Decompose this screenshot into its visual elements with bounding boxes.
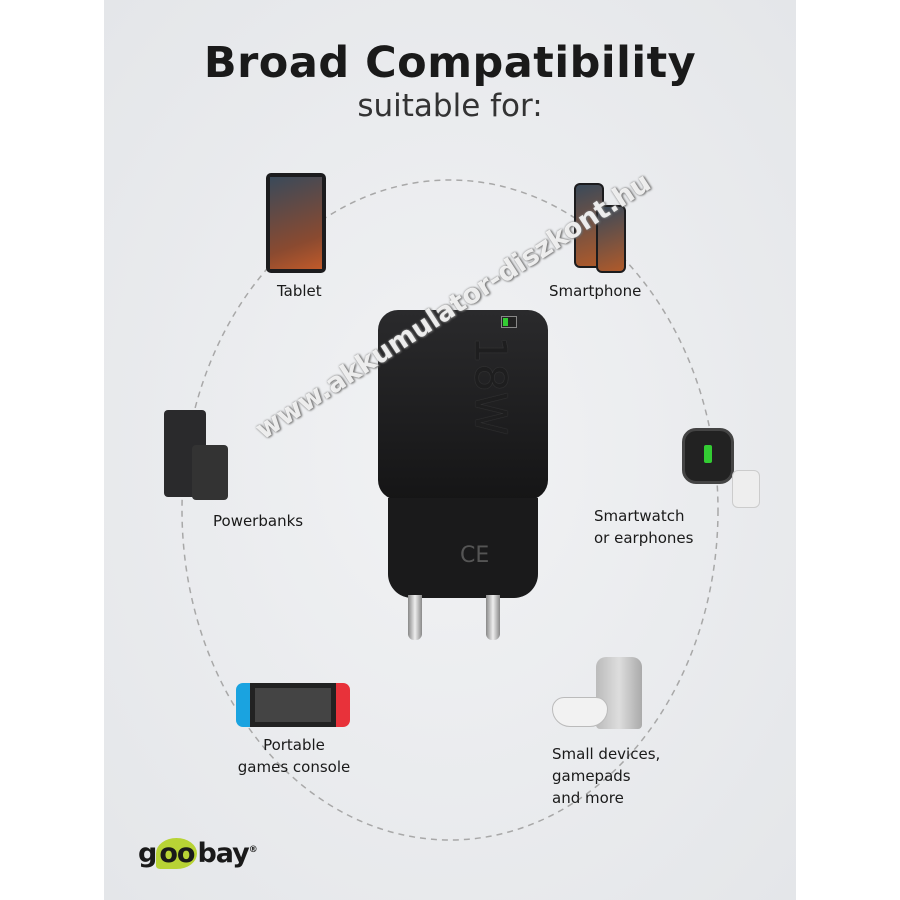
powerbank-image-2 <box>192 445 228 500</box>
earphones-case-image <box>732 470 760 508</box>
page-subtitle: suitable for: <box>357 88 543 124</box>
ce-mark: CE <box>460 543 490 568</box>
gamepad-image <box>552 697 608 727</box>
power-rating: 18W <box>464 335 516 436</box>
page-title: Broad Compatibility <box>203 38 697 88</box>
game-console-image <box>236 683 350 727</box>
label-smartphone: Smartphone <box>549 282 642 300</box>
label-tablet: Tablet <box>277 282 322 300</box>
label-powerbanks: Powerbanks <box>213 512 304 530</box>
smartwatch-image <box>682 428 734 484</box>
charger-body: 18W <box>378 310 548 500</box>
tablet-image <box>266 173 326 273</box>
plug-pin-left <box>408 595 422 640</box>
charger-plug-base: CE <box>388 498 538 598</box>
smartphone-image-2 <box>596 205 626 273</box>
plug-pin-right <box>486 595 500 640</box>
usb-port-icon <box>501 316 517 328</box>
